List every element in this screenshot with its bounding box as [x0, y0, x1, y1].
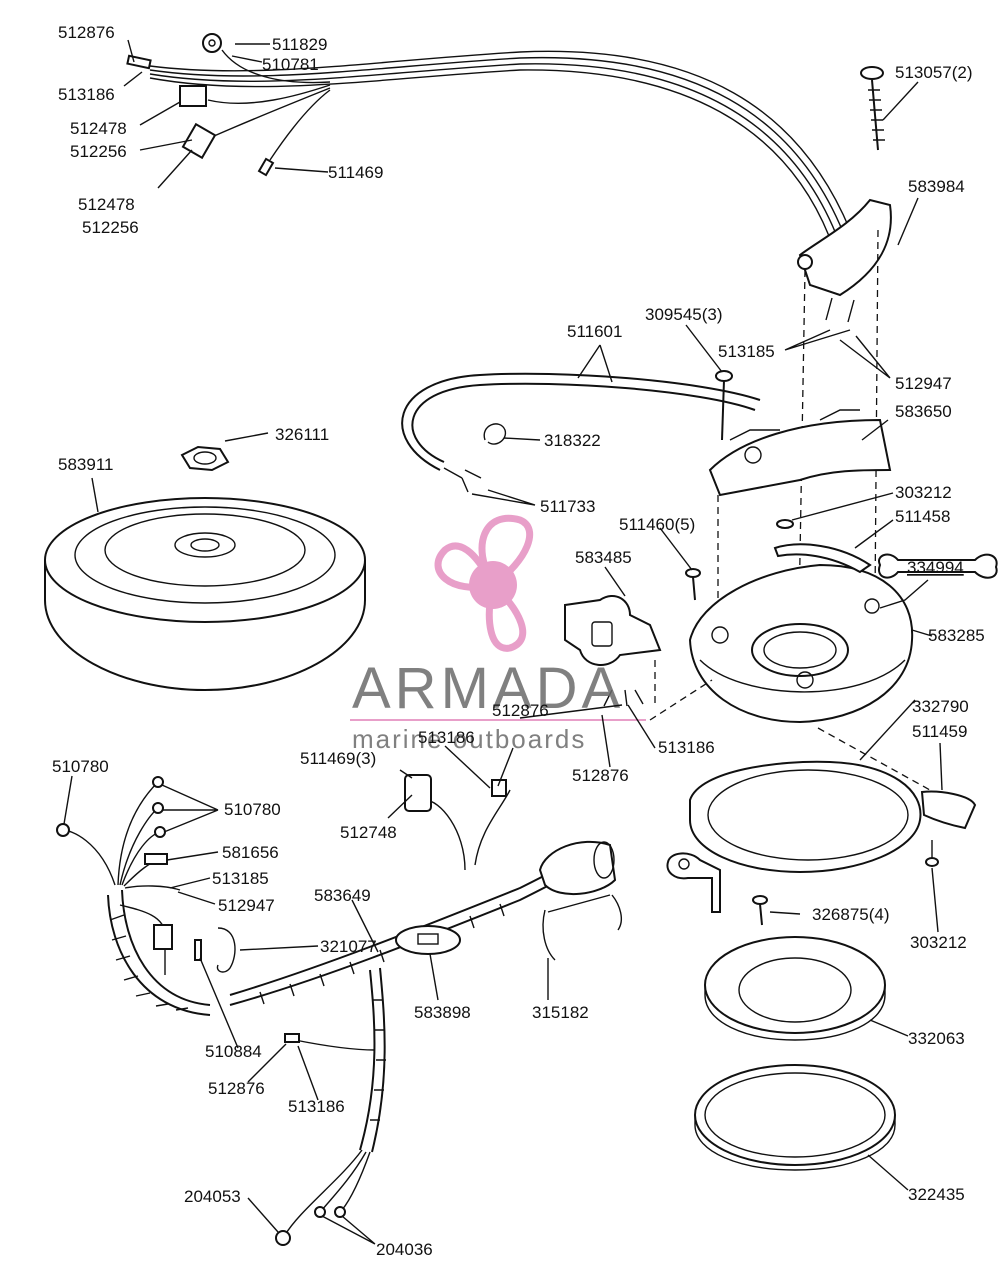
label-513057: 513057(2)	[895, 63, 973, 82]
label-511469-a: 511469	[328, 163, 383, 182]
armada-watermark: ARMADA marine outboards	[350, 514, 646, 754]
label-315182: 315182	[532, 1003, 589, 1022]
label-512947-a: 512947	[895, 374, 952, 393]
screw-303212-upper	[776, 519, 794, 529]
screw-513057	[860, 66, 885, 151]
sleeve-510884	[194, 939, 202, 961]
flywheel-583911	[44, 497, 366, 692]
wrench-334994	[878, 553, 998, 579]
label-510780-b: 510780	[224, 800, 281, 819]
label-309545: 309545(3)	[645, 305, 723, 324]
flywheel-nut-326111	[180, 445, 230, 472]
label-511733: 511733	[540, 497, 595, 516]
retainer-ring-332063	[704, 936, 886, 1041]
label-583285: 583285	[928, 626, 985, 645]
label-303212-a: 303212	[895, 483, 952, 502]
label-510780-a: 510780	[52, 757, 109, 776]
label-583649: 583649	[314, 886, 371, 905]
leader-lines	[63, 39, 943, 1245]
label-511829: 511829	[272, 35, 327, 54]
label-512478-a: 512478	[70, 119, 127, 138]
label-334994: 334994	[907, 558, 964, 577]
label-512478-b: 512478	[78, 195, 135, 214]
coil-cover-583984	[797, 198, 892, 323]
connector-512748	[538, 840, 617, 896]
label-204036: 204036	[376, 1240, 433, 1259]
label-583911: 583911	[58, 455, 113, 474]
stator-plate-583285	[688, 563, 914, 724]
label-512876-a: 512876	[58, 23, 115, 42]
bracket-511459	[920, 790, 977, 830]
label-511469-b: 511469(3)	[300, 749, 376, 768]
label-511459: 511459	[912, 722, 967, 741]
screw-511460	[685, 568, 701, 601]
label-511458: 511458	[895, 507, 950, 526]
label-583984: 583984	[908, 177, 965, 196]
label-512748: 512748	[340, 823, 397, 842]
label-332790: 332790	[912, 697, 969, 716]
ignition-coil-583485	[564, 595, 662, 707]
label-511460: 511460(5)	[619, 515, 695, 534]
label-318322: 318322	[544, 431, 601, 450]
screw-303212-lower	[925, 840, 939, 867]
label-513186-c: 513186	[418, 728, 475, 747]
clip-315182	[542, 894, 622, 961]
label-326875: 326875(4)	[812, 905, 890, 924]
wiring-harness-583649	[56, 774, 576, 1246]
label-303212-b: 303212	[910, 933, 967, 952]
propeller-logo-icon	[434, 514, 534, 652]
label-583898: 583898	[414, 1003, 471, 1022]
label-583650: 583650	[895, 402, 952, 421]
watermark-tagline: marine outboards	[352, 724, 586, 754]
label-513186-d: 513186	[288, 1097, 345, 1116]
label-513186-a: 513186	[58, 85, 115, 104]
clip-321077	[216, 927, 236, 973]
screw-326875	[752, 895, 768, 926]
label-332063: 332063	[908, 1029, 965, 1048]
clamp-511458	[773, 543, 872, 574]
snap-ring-322435	[694, 1064, 896, 1171]
label-512876-b: 512876	[492, 701, 549, 720]
label-512256-b: 512256	[82, 218, 139, 237]
label-512947-b: 512947	[218, 896, 275, 915]
label-510884: 510884	[205, 1042, 262, 1061]
label-511601: 511601	[567, 322, 622, 341]
label-513185-b: 513185	[212, 869, 269, 888]
label-581656: 581656	[222, 843, 279, 862]
watermark-brand: ARMADA	[352, 656, 624, 721]
label-512876-d: 512876	[208, 1079, 265, 1098]
label-322435: 322435	[908, 1185, 965, 1204]
label-583485: 583485	[575, 548, 632, 567]
clip-318322	[483, 423, 507, 445]
label-204053: 204053	[184, 1187, 241, 1206]
timer-base-583650	[708, 370, 892, 497]
label-512256-a: 512256	[70, 142, 127, 161]
label-321077: 321077	[320, 937, 377, 956]
part-number-labels: 512876 511829 510781 513186 512478 51225…	[52, 23, 985, 1259]
mounting-ring-332790	[666, 760, 922, 913]
label-512876-c: 512876	[572, 766, 629, 785]
lead-511601	[401, 372, 761, 493]
label-510781: 510781	[262, 55, 319, 74]
label-326111: 326111	[275, 425, 329, 444]
stator-wire-harness	[126, 33, 851, 237]
label-513185-a: 513185	[718, 342, 775, 361]
label-513186-b: 513186	[658, 738, 715, 757]
